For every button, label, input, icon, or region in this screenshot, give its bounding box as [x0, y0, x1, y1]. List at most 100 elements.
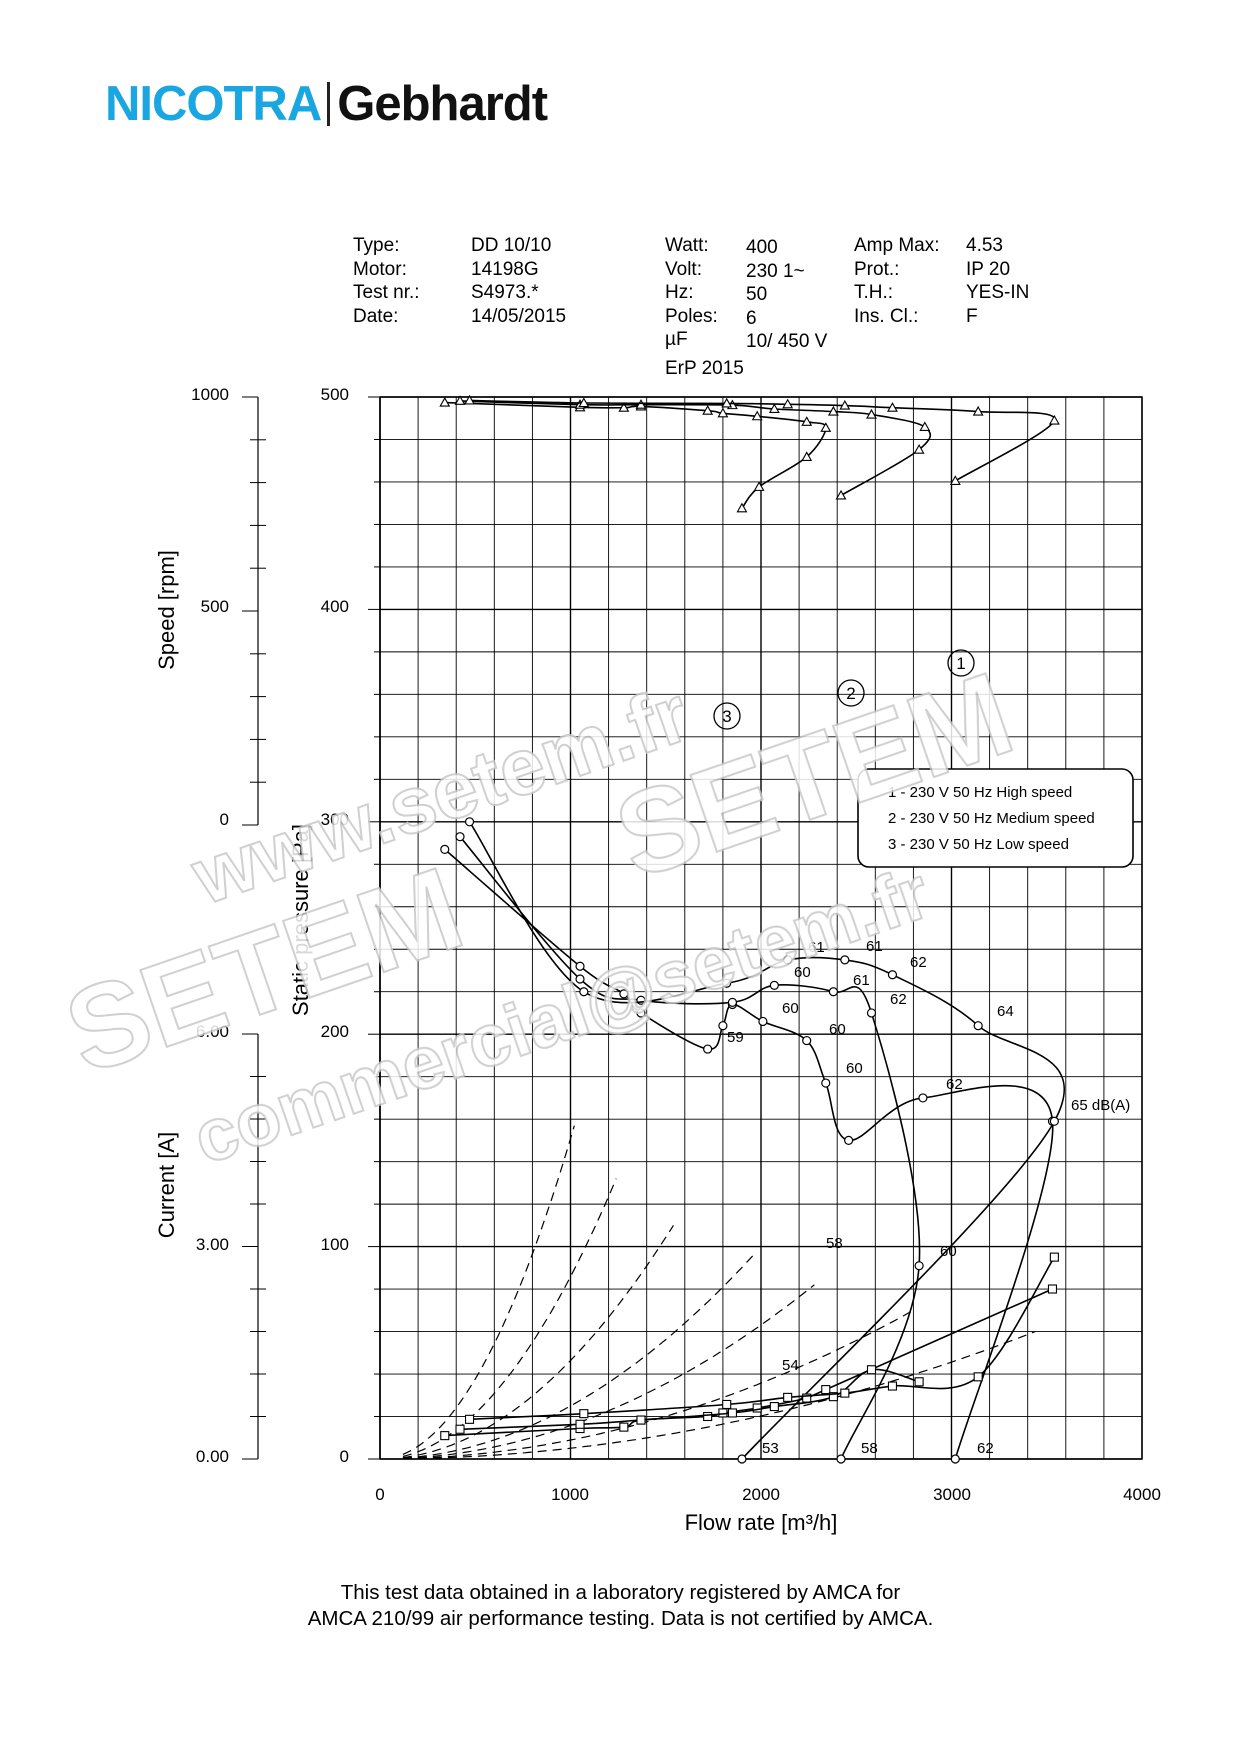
- speed-point: [913, 444, 925, 454]
- spec-label: Watt:: [665, 235, 709, 256]
- pressure-tick-label: 200: [321, 1022, 349, 1041]
- spec-label: Type:: [353, 235, 400, 256]
- pressure-point: [727, 997, 738, 1007]
- spec-value: 14198G: [471, 258, 539, 280]
- system-curves: [402, 1125, 1036, 1460]
- brand-divider: [327, 82, 331, 126]
- pressure-point: [918, 1093, 928, 1103]
- spec-labels-3: Amp Max: Prot.: T.H.: Ins. Cl.:: [854, 234, 940, 328]
- speed-tick-label: 0: [220, 810, 229, 829]
- curve-marker-2: 2: [837, 679, 865, 707]
- pressure-point: [636, 1008, 646, 1018]
- pressure-point: [840, 955, 850, 965]
- system-curve: [402, 1331, 1036, 1460]
- speed-point: [578, 397, 590, 408]
- current-point: [464, 1414, 475, 1424]
- pressure-point: [828, 987, 838, 997]
- footer-line: This test data obtained in a laboratory …: [340, 1581, 901, 1604]
- pressure-point: [758, 1016, 768, 1027]
- speed-point: [835, 489, 847, 500]
- speed-point: [635, 399, 647, 409]
- spec-labels-2: Watt: Volt: Hz: Poles: µF: [665, 234, 718, 352]
- pressure-tick-label: 300: [321, 810, 349, 829]
- pressure-point: [619, 989, 629, 999]
- pressure-point: [836, 1454, 846, 1464]
- brand-logo: NICOTRA Gebhardt: [105, 72, 548, 132]
- spec-value: 6: [746, 307, 757, 329]
- pressure-point: [821, 1078, 831, 1088]
- sound-label: 60: [846, 1060, 863, 1077]
- spec-label: Amp Max:: [854, 235, 940, 256]
- pressure-axis-label: Static pressure [Pa]: [288, 824, 313, 1016]
- speed-point: [736, 502, 748, 513]
- spec-values-1: DD 10/10 14198G S4973.* 14/05/2015: [471, 234, 566, 328]
- speed-point: [919, 421, 931, 432]
- current-point: [866, 1365, 877, 1375]
- current-point: [727, 1408, 737, 1418]
- current-point: [840, 1388, 850, 1398]
- chart-series: [439, 394, 1065, 1464]
- speed-curve-2: [459, 400, 932, 497]
- pressure-point: [579, 987, 589, 997]
- speed-point: [751, 410, 763, 421]
- spec-value: 4.53: [966, 235, 1003, 256]
- speed-point: [949, 475, 961, 485]
- legend-item: 1 - 230 V 50 Hz High speed: [888, 784, 1072, 801]
- pressure-point: [914, 1261, 924, 1271]
- system-curve: [402, 1178, 617, 1457]
- speed-point: [717, 407, 729, 418]
- watermark: www.setem.fr SETEM SETEM commercial@sete…: [49, 646, 1028, 1181]
- spec-value: S4973.*: [471, 282, 539, 303]
- speed-point: [1048, 414, 1060, 425]
- sound-label: 64: [997, 1003, 1014, 1020]
- current-point: [722, 1399, 732, 1410]
- current-point: [828, 1392, 838, 1402]
- brand-name-nicotra: NICOTRA: [105, 77, 322, 131]
- system-curve: [402, 1225, 674, 1459]
- x-tick-label: 1000: [551, 1485, 589, 1504]
- current-tick-label: 0.00: [196, 1447, 229, 1466]
- speed-axis-label: Speed [rpm]: [154, 550, 179, 670]
- spec-label: Hz:: [665, 282, 694, 303]
- pressure-point: [866, 1008, 877, 1018]
- pressure-point: [464, 817, 475, 827]
- spec-value: F: [966, 305, 978, 327]
- spec-values-2: 400 230 1~ 50 6 10/ 450 V: [746, 236, 827, 354]
- current-point: [579, 1409, 589, 1419]
- sound-label: 60: [940, 1243, 957, 1260]
- pressure-point: [440, 844, 450, 855]
- sound-label: 53: [762, 1440, 779, 1457]
- sound-label: 62: [910, 954, 927, 971]
- sound-label: 58: [826, 1235, 843, 1252]
- speed-point: [972, 405, 984, 416]
- speed-point: [768, 403, 780, 414]
- sound-label: 60: [794, 964, 811, 981]
- spec-label: Ins. Cl.:: [854, 305, 919, 327]
- sound-labels: 53 58 62 54 58 60 59 60 60 60 61 61 60 6…: [727, 938, 1130, 1457]
- current-curve-1: [444, 1288, 1053, 1437]
- speed-point: [439, 396, 451, 407]
- spec-label: T.H.:: [854, 282, 894, 303]
- current-point: [636, 1415, 646, 1425]
- current-point: [575, 1419, 585, 1429]
- x-tick-label: 0: [375, 1485, 384, 1504]
- pressure-point: [802, 1035, 812, 1046]
- curve-marker-1: 1: [947, 649, 975, 677]
- spec-label: Date:: [353, 305, 399, 327]
- pressure-curve-3: [468, 821, 1065, 1460]
- spec-values-3: 4.53 IP 20 YES-IN F: [966, 234, 1029, 328]
- spec-value: 50: [746, 284, 768, 305]
- speed-point: [866, 408, 877, 419]
- footer-note: This test data obtained in a laboratory …: [0, 1580, 1241, 1632]
- spec-labels-1: Type: Motor: Test nr.: Date:: [353, 234, 420, 328]
- curve-marker-text: 3: [722, 707, 731, 726]
- system-curve: [402, 1125, 575, 1455]
- sound-label: 61: [808, 939, 825, 956]
- spec-value: 400: [746, 237, 778, 258]
- sound-label: 62: [890, 991, 907, 1008]
- pressure-point: [703, 1044, 713, 1054]
- pressure-point: [887, 970, 898, 980]
- current-tick-label: 6.00: [196, 1022, 229, 1041]
- pressure-point: [575, 974, 585, 984]
